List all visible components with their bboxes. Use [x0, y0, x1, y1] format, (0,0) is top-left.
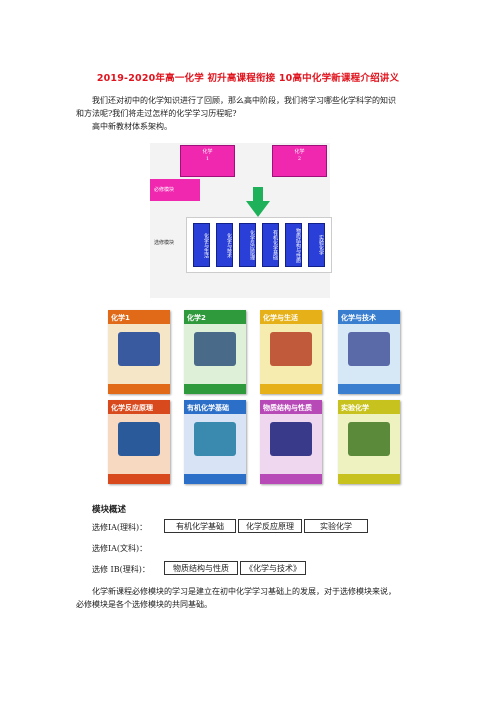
tag-experiment: 实验化学 — [304, 519, 368, 533]
framework-label: 高中新教材体系架构。 — [92, 122, 172, 131]
closing-line-2: 必修模块是各个选修模块的共同基础。 — [76, 600, 212, 609]
book-cover: 化学与生活 — [260, 310, 322, 394]
curriculum-diagram: 化学 1 化学 2 必修模块 选修模块 化学与生活 化学与技术 化学反应原理 有… — [150, 143, 332, 298]
book-cover: 化学与技术 — [338, 310, 400, 394]
closing-line-1: 化学新课程必修模块的学习是建立在初中化学学习基础上的发展，对于选修模块来说， — [92, 587, 396, 596]
tag-reaction: 化学反应原理 — [238, 519, 302, 533]
compulsory-2-box: 化学 2 — [272, 145, 327, 177]
elective-IB-sci-label: 选修 ⅠB(理科)： — [92, 565, 150, 574]
module-heading: 模块概述 — [92, 505, 127, 515]
required-band: 必修模块 — [150, 179, 200, 201]
book-cover: 化学1 — [108, 310, 170, 394]
tag-organic: 有机化学基础 — [164, 519, 236, 533]
elective-IA-arts-label: 选修ⅠA(文科)： — [92, 544, 148, 553]
module-organic: 有机化学基础 — [262, 223, 279, 267]
tag-structure: 物质结构与性质 — [164, 561, 238, 575]
module-structure: 物质结构与性质 — [285, 223, 302, 267]
book-cover: 化学2 — [184, 310, 246, 394]
book-cover: 物质结构与性质 — [260, 400, 322, 484]
down-arrow-icon — [246, 187, 270, 217]
book-cover: 化学反应原理 — [108, 400, 170, 484]
elective-modules-frame: 化学与生活 化学与技术 化学反应原理 有机化学基础 物质结构与性质 实验化学 — [186, 217, 332, 273]
module-technology: 化学与技术 — [216, 223, 233, 267]
intro-line-2: 和方法呢?我们将走过怎样的化学学习历程呢? — [76, 109, 237, 118]
module-experiment: 实验化学 — [308, 223, 325, 267]
elective-IA-sci-label: 选修ⅠA(理科)： — [92, 523, 148, 532]
tag-technology: 《化学与技术》 — [240, 561, 306, 575]
intro-line-1: 我们还对初中的化学知识进行了回顾，那么高中阶段，我们将学习哪些化学科学的知识 — [92, 96, 396, 105]
compulsory-1-box: 化学 1 — [180, 145, 235, 177]
book-cover: 有机化学基础 — [184, 400, 246, 484]
module-life: 化学与生活 — [193, 223, 210, 267]
module-reaction-principles: 化学反应原理 — [239, 223, 256, 267]
elective-band: 选修模块 — [150, 232, 186, 254]
book-cover: 实验化学 — [338, 400, 400, 484]
page-title: 2019-2020年高一化学 初升高课程衔接 10高中化学新课程介绍讲义 — [96, 73, 400, 84]
